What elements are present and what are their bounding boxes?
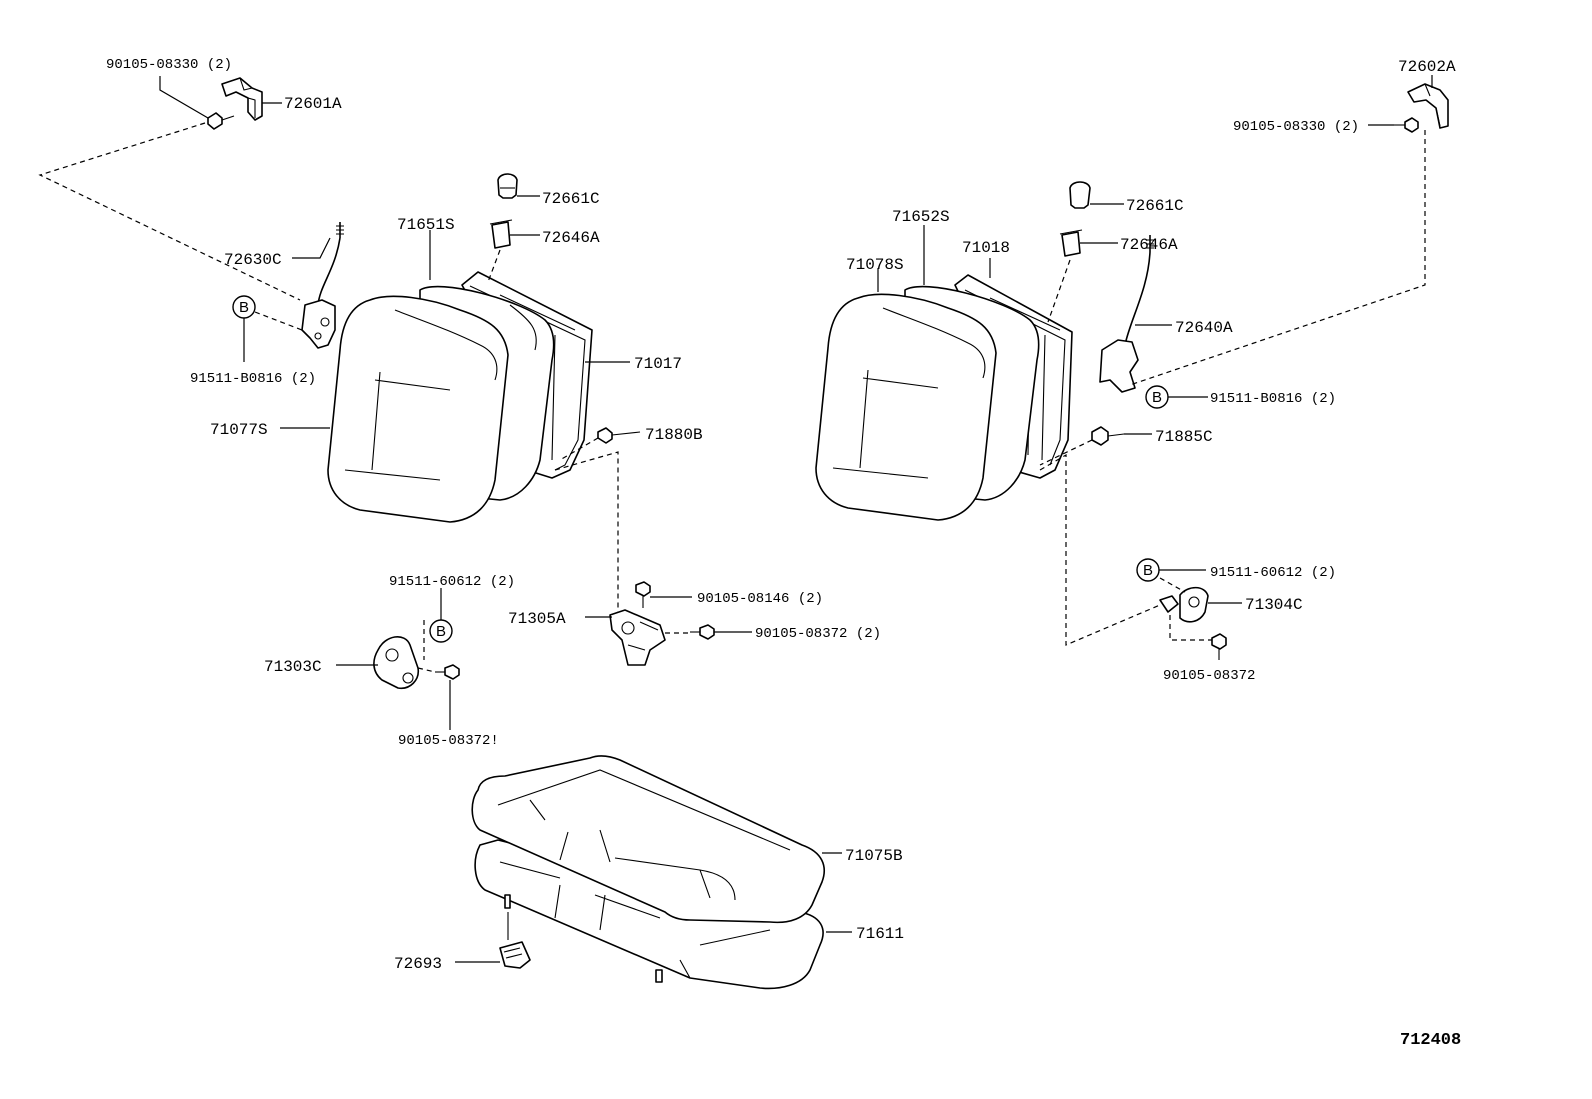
label-91511-60612-right: 91511-60612 (2) <box>1210 565 1336 581</box>
seatbelt-cable-72640A <box>1099 235 1154 393</box>
label-71075B: 71075B <box>845 847 903 865</box>
bolt-90105-08330-right <box>1394 117 1419 133</box>
headrest-guide-72661C-left <box>497 173 518 199</box>
label-90105-08146: 90105-08146 (2) <box>697 591 823 607</box>
label-72646A-left: 72646A <box>542 229 600 247</box>
label-71611: 71611 <box>856 925 904 943</box>
label-71077S: 71077S <box>210 421 268 439</box>
hinge-71304C <box>1159 586 1209 623</box>
hinge-71303C <box>373 636 420 690</box>
label-72661C-right: 72661C <box>1126 197 1184 215</box>
label-72601A: 72601A <box>284 95 342 113</box>
label-72630C: 72630C <box>224 251 282 269</box>
label-90105-08372-mid: 90105-08372 (2) <box>755 626 881 642</box>
hook-72693 <box>499 912 531 969</box>
label-90105-08372-right: 90105-08372 <box>1163 668 1255 684</box>
label-71305A: 71305A <box>508 610 566 628</box>
bracket-72601A <box>221 77 263 121</box>
seatbelt-cable-72630C <box>301 222 344 349</box>
label-90105-08330-right: 90105-08330 (2) <box>1233 119 1359 135</box>
label-71018: 71018 <box>962 239 1010 257</box>
label-71078S: 71078S <box>846 256 904 274</box>
marker-b-left-bottom-label: B <box>436 623 446 640</box>
label-90105-08330-left: 90105-08330 (2) <box>106 57 232 73</box>
label-72661C-left: 72661C <box>542 190 600 208</box>
bolt-90105-08372-mid <box>690 624 715 640</box>
label-72693: 72693 <box>394 955 442 973</box>
label-71304C: 71304C <box>1245 596 1303 614</box>
bolt-90105-08330-left <box>207 112 235 130</box>
screw-71885C <box>1091 426 1125 446</box>
marker-b-right-top-label: B <box>1152 389 1162 406</box>
screw-71880B <box>597 427 641 444</box>
label-90105-08372-left: 90105-08372! <box>398 733 499 749</box>
seat-cushion-cover-71075B <box>471 755 826 924</box>
label-91511-60612-left: 91511-60612 (2) <box>389 574 515 590</box>
bolt-90105-08372-right <box>1211 633 1227 660</box>
headrest-lock-72646A-right <box>1059 229 1083 257</box>
label-71652S: 71652S <box>892 208 950 226</box>
marker-b-left-top-label: B <box>239 299 249 316</box>
marker-b-right-bottom-label: B <box>1143 562 1153 579</box>
label-72602A: 72602A <box>1398 58 1456 76</box>
seat-cushion-pad-71611 <box>474 839 824 990</box>
label-71880B: 71880B <box>645 426 703 444</box>
bolt-90105-08146 <box>635 581 651 608</box>
seatback-cover-71078S <box>815 293 997 521</box>
headrest-lock-72646A-left <box>489 219 513 249</box>
label-72640A: 72640A <box>1175 319 1233 337</box>
hinge-71305A <box>609 609 666 666</box>
label-72646A-right: 72646A <box>1120 236 1178 254</box>
label-71303C: 71303C <box>264 658 322 676</box>
bolt-90105-08372-left <box>435 664 460 680</box>
headrest-guide-72661C-right <box>1069 181 1091 209</box>
label-91511-B0816-right: 91511-B0816 (2) <box>1210 391 1336 407</box>
label-71651S: 71651S <box>397 216 455 234</box>
label-71885C: 71885C <box>1155 428 1213 446</box>
label-91511-B0816-left: 91511-B0816 (2) <box>190 371 316 387</box>
diagram-code: 712408 <box>1400 1031 1461 1050</box>
label-71017: 71017 <box>634 355 682 373</box>
seatback-cover-71077S <box>327 295 509 523</box>
